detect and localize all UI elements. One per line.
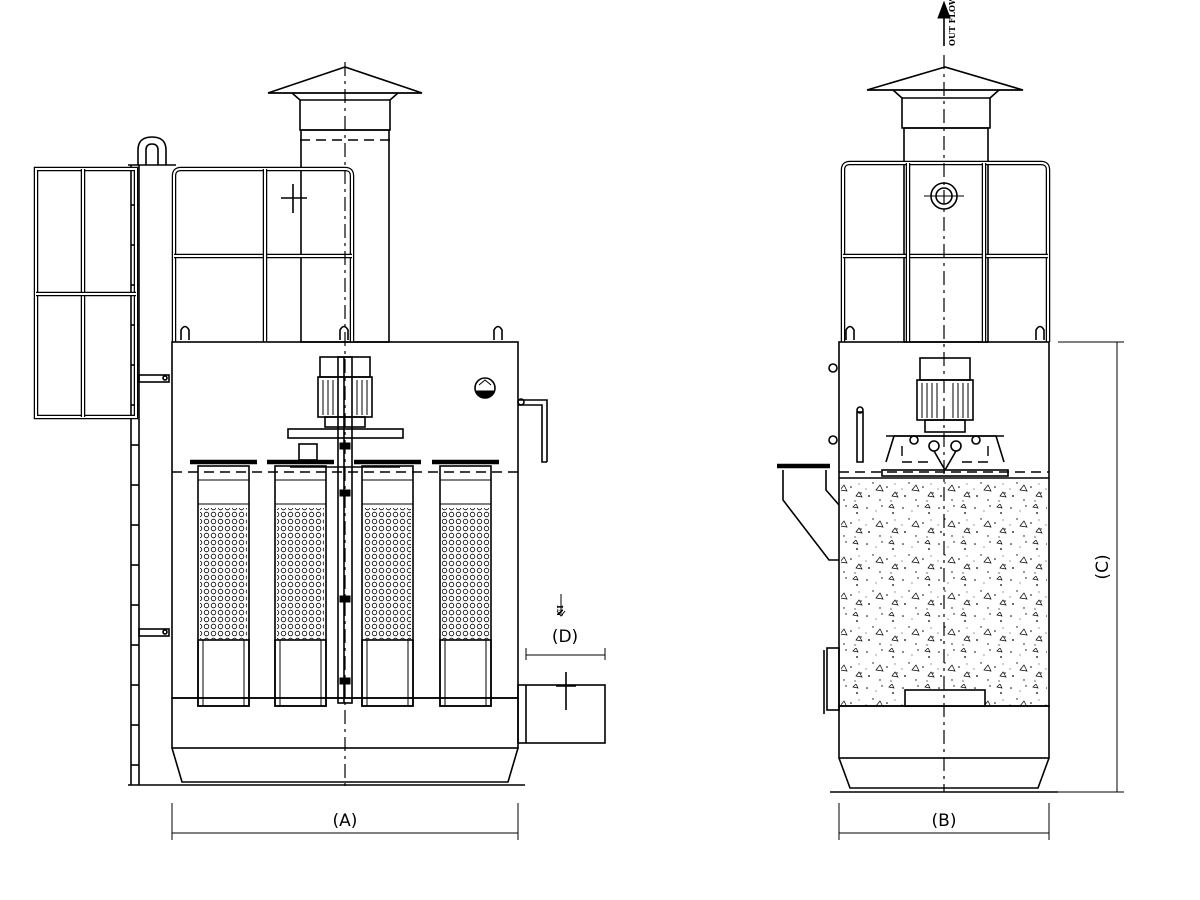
pressure-gauge: [474, 377, 496, 399]
dimension-c-label: (C): [1093, 554, 1113, 579]
dimension-b: (B): [838, 803, 1050, 840]
dimension-a-label: (A): [333, 811, 358, 831]
side-guard-rail: [840, 160, 1051, 342]
side-handle: [518, 399, 548, 462]
guard-rail: [171, 166, 355, 342]
side-vibrator: [881, 435, 1009, 477]
side-elevation: OUT FLOW: [777, 0, 1124, 840]
filter-cartridge-2: [267, 459, 334, 707]
side-inlet-duct: [777, 463, 840, 561]
filter-cartridge-4: [432, 459, 499, 707]
vent-elbow: [137, 136, 167, 165]
inlet-label: IN: [555, 605, 565, 616]
inlet-arrow: IN: [555, 594, 566, 617]
side-exhaust-stack: [866, 66, 1024, 343]
outlet-arrow: OUT FLOW: [937, 0, 957, 46]
outlet-label: OUT FLOW: [947, 0, 957, 46]
dimension-a: (A): [171, 803, 519, 840]
side-outlet-flange: [823, 647, 840, 714]
front-elevation: IN (D) (A): [33, 62, 606, 840]
dimension-c: (C): [1058, 341, 1124, 793]
ladder-cage: [33, 166, 139, 420]
side-drive-motor: [916, 357, 974, 433]
filter-media: [839, 477, 1049, 707]
filter-cartridge-3: [354, 459, 421, 707]
filter-cartridge-1: [190, 459, 257, 707]
dimension-d-label: (D): [552, 627, 578, 647]
dimension-b-label: (B): [932, 811, 957, 831]
dimension-d: (D): [525, 627, 606, 660]
